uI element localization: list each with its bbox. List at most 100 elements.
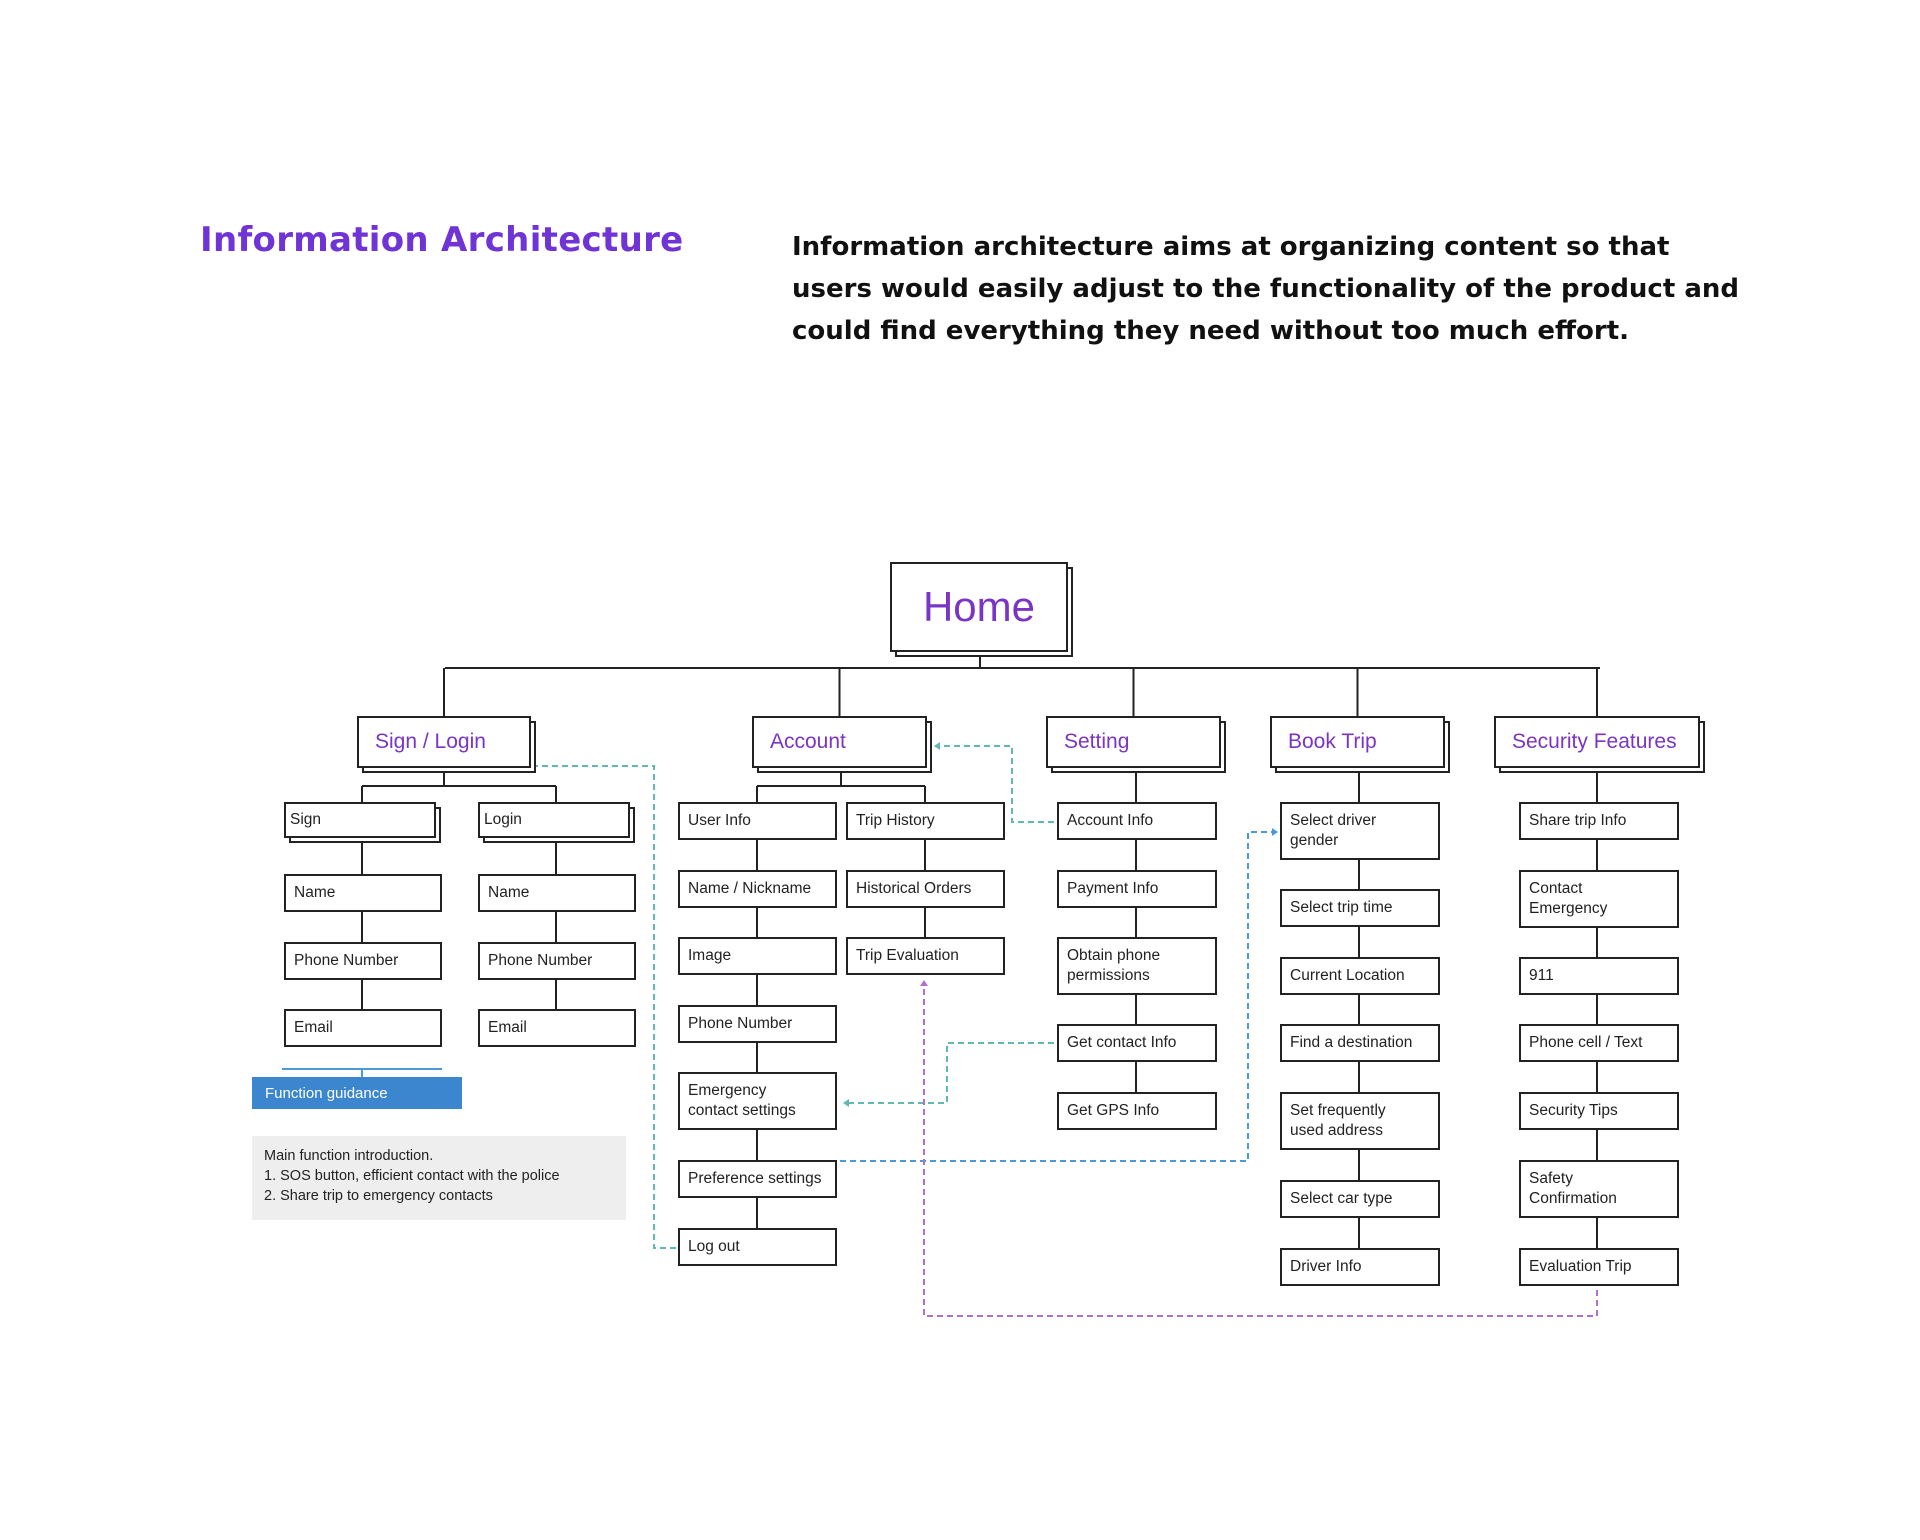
sign-item: Email xyxy=(284,1009,442,1047)
book-trip-item: Set frequently used address xyxy=(1280,1092,1440,1150)
account-user-item: Name / Nickname xyxy=(678,870,837,908)
account-user-item: Emergency contact settings xyxy=(678,1072,837,1130)
login-node: Login xyxy=(478,802,635,843)
account-user-item-label: Log out xyxy=(678,1228,837,1266)
intro-paragraph: Information architecture aims at organiz… xyxy=(792,232,1739,346)
book-trip-item: Current Location xyxy=(1280,957,1440,995)
book-trip-item-label: Current Location xyxy=(1280,957,1440,995)
security-item: Share trip Info xyxy=(1519,802,1679,840)
login-item: Phone Number xyxy=(478,942,636,980)
guidance-line: Main function introduction. xyxy=(264,1148,434,1164)
book-trip-item: Find a destination xyxy=(1280,1024,1440,1062)
account-user-item-label: Emergency contact settings xyxy=(678,1072,837,1130)
account-user-item: Phone Number xyxy=(678,1005,837,1043)
link-arrow xyxy=(934,742,940,750)
link-arrow xyxy=(920,980,928,986)
login-item-label: Name xyxy=(478,874,636,912)
login-item-label: Phone Number xyxy=(478,942,636,980)
setting-item-label: Get GPS Info xyxy=(1057,1092,1217,1130)
sign-node-label: Sign xyxy=(284,802,436,838)
login-item: Name xyxy=(478,874,636,912)
security-item-label: Security Tips xyxy=(1519,1092,1679,1130)
account-trip-item: Trip Evaluation xyxy=(846,937,1005,975)
sign-node: Sign xyxy=(284,802,441,843)
security-features-node-label: Security Features xyxy=(1494,716,1700,768)
book-trip-item-label: Select trip time xyxy=(1280,889,1440,927)
security-item: Security Tips xyxy=(1519,1092,1679,1130)
book-trip-item-label: Select car type xyxy=(1280,1180,1440,1218)
setting-item: Payment Info xyxy=(1057,870,1217,908)
setting-item: Account Info xyxy=(1057,802,1217,840)
sign-item-label: Name xyxy=(284,874,442,912)
sign-item: Phone Number xyxy=(284,942,442,980)
setting-item-label: Account Info xyxy=(1057,802,1217,840)
page-title: Information Architecture xyxy=(200,220,684,260)
account-node: Account xyxy=(752,716,932,773)
book-trip-item-label: Set frequently used address xyxy=(1280,1092,1440,1150)
account-trip-item-label: Trip Evaluation xyxy=(846,937,1005,975)
setting-node: Setting xyxy=(1046,716,1226,773)
account-branch xyxy=(756,768,926,802)
login-item-label: Email xyxy=(478,1009,636,1047)
security-item-label: Share trip Info xyxy=(1519,802,1679,840)
sign-login-node-label: Sign / Login xyxy=(357,716,531,768)
evaluation-to-tripeval-link xyxy=(923,982,1598,1317)
account-trip-item: Trip History xyxy=(846,802,1005,840)
account-user-item: Preference settings xyxy=(678,1160,837,1198)
login-node-label: Login xyxy=(478,802,630,838)
link-arrow xyxy=(843,1099,849,1107)
home-node-label: Home xyxy=(890,562,1068,652)
setting-node-label: Setting xyxy=(1046,716,1221,768)
security-item: Safety Confirmation xyxy=(1519,1160,1679,1218)
home-node: Home xyxy=(890,562,1073,657)
setting-item-label: Payment Info xyxy=(1057,870,1217,908)
book-trip-item-label: Select driver gender xyxy=(1280,802,1440,860)
account-user-item-label: Phone Number xyxy=(678,1005,837,1043)
login-item: Email xyxy=(478,1009,636,1047)
guidance-line: 1. SOS button, efficient contact with th… xyxy=(264,1168,560,1184)
account-user-item-label: Image xyxy=(678,937,837,975)
account-trip-item-label: Historical Orders xyxy=(846,870,1005,908)
account-user-item-label: Name / Nickname xyxy=(678,870,837,908)
book-trip-node-label: Book Trip xyxy=(1270,716,1445,768)
function-guidance-bar: Function guidance xyxy=(252,1077,462,1109)
setting-item-label: Get contact Info xyxy=(1057,1024,1217,1062)
security-item-label: Phone cell / Text xyxy=(1519,1024,1679,1062)
sign-item-label: Phone Number xyxy=(284,942,442,980)
account-user-item-label: Preference settings xyxy=(678,1160,837,1198)
setting-item: Obtain phone permissions xyxy=(1057,937,1217,995)
security-item: 911 xyxy=(1519,957,1679,995)
account-trip-item-label: Trip History xyxy=(846,802,1005,840)
book-trip-node: Book Trip xyxy=(1270,716,1450,773)
security-item-label: Evaluation Trip xyxy=(1519,1248,1679,1286)
setting-item-label: Obtain phone permissions xyxy=(1057,937,1217,995)
signlogin-to-logout-link xyxy=(512,765,678,1249)
setting-item: Get GPS Info xyxy=(1057,1092,1217,1130)
account-user-item: Log out xyxy=(678,1228,837,1266)
security-item-label: Safety Confirmation xyxy=(1519,1160,1679,1218)
setting-item: Get contact Info xyxy=(1057,1024,1217,1062)
book-trip-item: Driver Info xyxy=(1280,1248,1440,1286)
guidance-line: 2. Share trip to emergency contacts xyxy=(264,1188,493,1204)
account-trip-item: Historical Orders xyxy=(846,870,1005,908)
link-arrow xyxy=(1272,828,1278,836)
account-node-label: Account xyxy=(752,716,927,768)
security-item: Phone cell / Text xyxy=(1519,1024,1679,1062)
security-item: Evaluation Trip xyxy=(1519,1248,1679,1286)
security-item-label: 911 xyxy=(1519,957,1679,995)
book-trip-item: Select trip time xyxy=(1280,889,1440,927)
function-guidance-note: Main function introduction. 1. SOS butto… xyxy=(252,1136,626,1220)
sign-item-label: Email xyxy=(284,1009,442,1047)
book-trip-item: Select car type xyxy=(1280,1180,1440,1218)
sign-item: Name xyxy=(284,874,442,912)
account-user-item-label: User Info xyxy=(678,802,837,840)
contactinfo-to-emergency-link xyxy=(845,1042,1054,1104)
account-user-item: User Info xyxy=(678,802,837,840)
account-user-item: Image xyxy=(678,937,837,975)
preference-to-bookdriver-link xyxy=(790,831,1276,1162)
security-item: Contact Emergency xyxy=(1519,870,1679,928)
book-trip-item: Select driver gender xyxy=(1280,802,1440,860)
book-trip-item-label: Find a destination xyxy=(1280,1024,1440,1062)
accountinfo-to-account-link xyxy=(935,745,1054,823)
